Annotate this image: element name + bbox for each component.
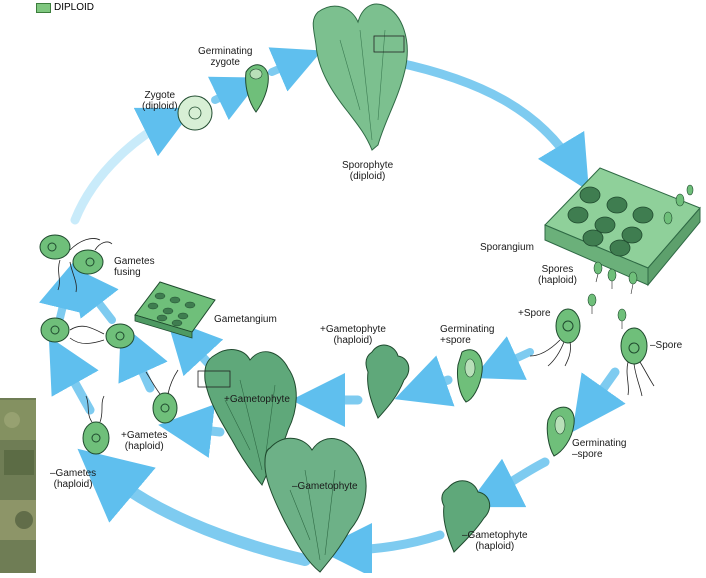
label-zygote: Zygote (diploid) bbox=[142, 90, 178, 112]
arrow-fusing-2 bbox=[70, 265, 119, 324]
sporophyte-thallus bbox=[312, 3, 408, 151]
minus-gamete-cell bbox=[82, 395, 110, 455]
label-plus-gametophyte-haploid: +Gametophyte (haploid) bbox=[320, 324, 386, 346]
plus-spore-cell bbox=[529, 308, 581, 367]
label-minus-gametophyte-haploid: –Gametophyte (haploid) bbox=[462, 530, 528, 552]
label-germinating-zygote: Germinating zygote bbox=[198, 46, 253, 68]
arrow-to-plus-gametes bbox=[158, 404, 225, 458]
germinating-plus-spore-cell bbox=[457, 349, 483, 403]
arrow-minus-gamete-up bbox=[48, 336, 99, 415]
cycle-arrows bbox=[39, 47, 626, 577]
gametophyte-detail-box bbox=[197, 370, 231, 388]
label-minus-gametes: –Gametes (haploid) bbox=[50, 468, 97, 490]
label-sporophyte: Sporophyte (diploid) bbox=[342, 160, 394, 182]
label-plus-spore: +Spore bbox=[518, 308, 551, 319]
arrow-plus-gamete-up bbox=[118, 323, 168, 393]
label-minus-spore: –Spore bbox=[650, 340, 683, 351]
germinating-zygote-cell bbox=[245, 64, 269, 113]
small-plus-gametophyte bbox=[365, 344, 410, 419]
legend-swatch-diploid bbox=[36, 2, 51, 13]
label-minus-gametophyte: –Gametophyte bbox=[292, 481, 358, 492]
label-gametangium: Gametangium bbox=[214, 314, 277, 325]
rock-photo bbox=[0, 398, 36, 573]
label-plus-gametophyte: +Gametophyte bbox=[224, 394, 290, 405]
arrow-plus-spore bbox=[473, 336, 534, 380]
plus-gamete-cell bbox=[145, 369, 179, 424]
label-germinating-plus-spore: Germinating +spore bbox=[440, 324, 495, 346]
sporangium-slab bbox=[544, 167, 701, 287]
minus-spore-cell bbox=[620, 327, 655, 397]
arrow-to-minus-gametophyte bbox=[318, 522, 445, 577]
arrow-minus-spore bbox=[572, 367, 626, 433]
arrow-germinating-minus bbox=[465, 457, 550, 508]
label-gametes-fusing: Gametes fusing bbox=[114, 256, 155, 278]
fusing-gametes bbox=[39, 234, 113, 293]
arrow-germinating-plus bbox=[394, 355, 455, 407]
gametangium-slab bbox=[134, 281, 216, 339]
arrow-to-gametangium bbox=[166, 318, 224, 377]
label-germinating-minus-spore: Germinating –spore bbox=[572, 438, 627, 460]
zygote-cell bbox=[177, 95, 213, 131]
legend-label-diploid: DIPLOID bbox=[54, 2, 95, 13]
big-minus-gametophyte bbox=[264, 437, 367, 573]
arrow-to-zygote bbox=[70, 107, 195, 225]
arrow-sporophyte-to-sporangium bbox=[390, 57, 589, 192]
gamete-pair bbox=[40, 317, 135, 349]
germinating-minus-spore-cell bbox=[546, 406, 575, 457]
label-plus-gametes: +Gametes (haploid) bbox=[121, 430, 168, 452]
spores-cluster bbox=[587, 261, 638, 329]
label-spores: Spores (haploid) bbox=[538, 264, 577, 286]
arrow-fusing-1 bbox=[39, 261, 86, 322]
legend: DIPLOID bbox=[36, 2, 94, 13]
arrow-to-minus-gametes bbox=[77, 448, 311, 566]
small-minus-gametophyte bbox=[441, 480, 491, 553]
arrow-to-sporophyte bbox=[268, 47, 323, 92]
arrow-to-germinating-zygote bbox=[207, 76, 262, 121]
sporophyte-detail-box bbox=[373, 35, 405, 53]
label-sporangium: Sporangium bbox=[480, 242, 534, 253]
